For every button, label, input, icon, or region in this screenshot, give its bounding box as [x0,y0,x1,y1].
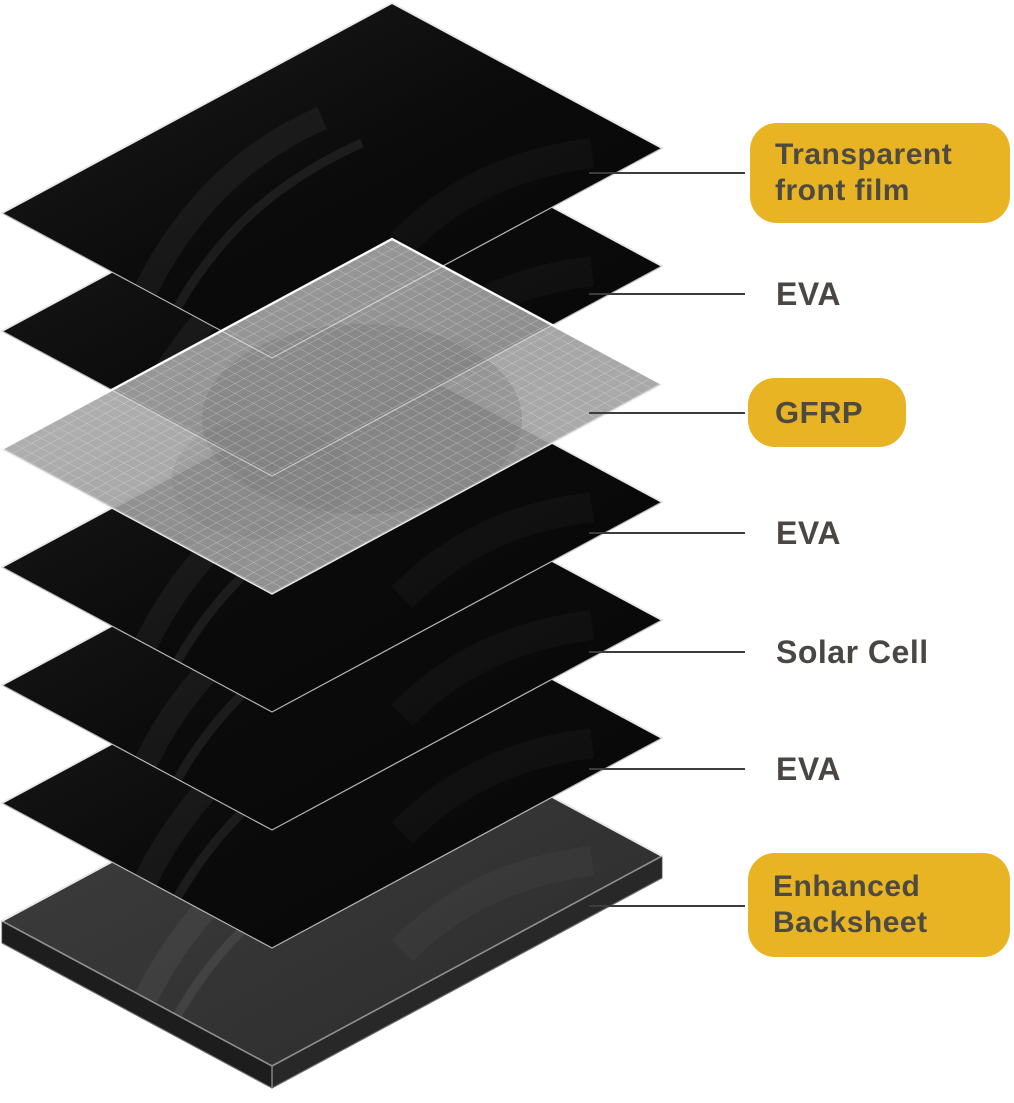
label-text-eva-upper: EVA [776,515,841,551]
label-eva-top: EVA [776,276,841,312]
label-text-eva-lower: EVA [776,751,841,787]
label-badge-enhanced-backsheet: Enhanced Backsheet [748,853,1010,957]
leader-line-eva-top [589,293,745,295]
leader-line-solar-cell [589,651,745,653]
label-text-solar-cell: Solar Cell [776,634,929,670]
label-eva-upper: EVA [776,515,841,551]
leader-line-enhanced-backsheet [589,905,745,907]
label-badge-gfrp: GFRP [748,378,906,447]
leader-line-gfrp [589,412,745,414]
leader-line-eva-lower [589,768,745,770]
label-text-gfrp: GFRP [775,394,864,430]
label-text-enhanced-backsheet: Enhanced Backsheet [773,870,928,939]
label-text-eva-top: EVA [776,276,841,312]
layer-sheet-gfrp [0,237,664,595]
label-eva-lower: EVA [776,751,841,787]
leader-line-eva-upper [589,532,745,534]
label-solar-cell: Solar Cell [776,634,929,670]
label-text-transparent-front-film: Transparent front film [775,138,953,207]
label-badge-transparent-front-film: Transparent front film [750,123,1010,223]
leader-line-transparent-front-film [589,172,745,174]
